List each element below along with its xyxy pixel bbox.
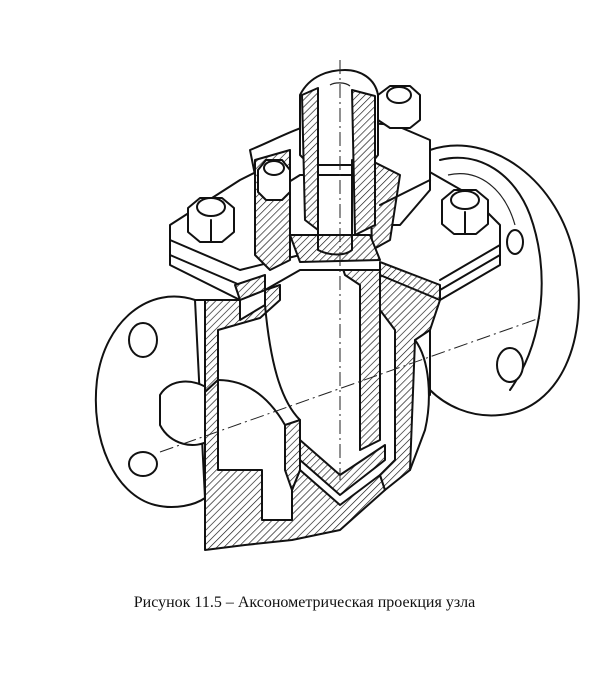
valve-body-outline [217, 304, 431, 471]
bolt-left [187, 197, 235, 243]
left-flange [94, 295, 211, 508]
bolt-top [377, 85, 421, 129]
left-flange-bolt-hole-lower [128, 451, 158, 477]
bolt-gland-left [257, 159, 291, 201]
spindle [299, 69, 379, 256]
valve-body-section [194, 259, 441, 551]
bolt-right [441, 189, 489, 235]
right-flange-bolt-hole-lower [496, 347, 524, 383]
left-flange-bolt-hole-upper [128, 322, 158, 358]
right-flange-bolt-hole-upper [506, 229, 524, 255]
figure-caption: Рисунок 11.5 – Аксонометрическая проекци… [133, 594, 476, 611]
center-lines [159, 60, 541, 480]
